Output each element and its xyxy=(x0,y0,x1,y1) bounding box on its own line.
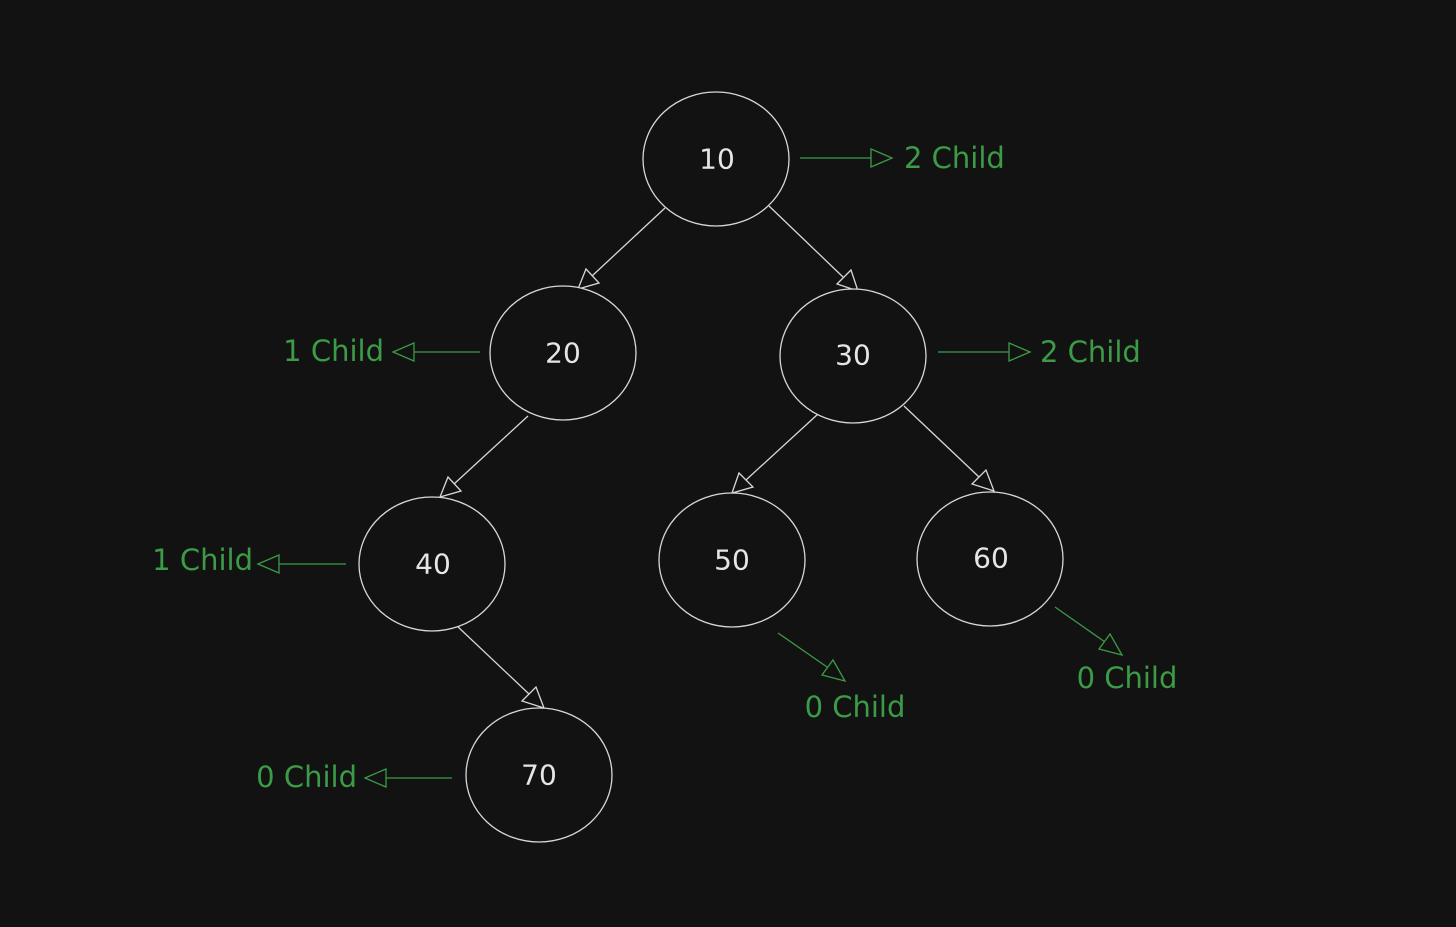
node-label-30: 30 xyxy=(835,339,871,372)
annotation-node-10: 2 Child xyxy=(800,141,1005,175)
annotation-label: 0 Child xyxy=(805,690,906,724)
tree-nodes: 10 20 30 40 50 60 70 xyxy=(358,91,1064,843)
arrow-left-icon xyxy=(363,768,387,788)
arrow-left-icon xyxy=(256,554,280,574)
node-label-10: 10 xyxy=(699,143,735,176)
annotation-label: 0 Child xyxy=(256,760,357,794)
annotation-node-20: 1 Child xyxy=(283,334,480,368)
annotation-node-70: 0 Child xyxy=(256,760,452,794)
node-label-50: 50 xyxy=(714,544,750,577)
annotation-label: 2 Child xyxy=(1040,335,1141,369)
annotation-label: 0 Child xyxy=(1077,661,1178,695)
node-label-20: 20 xyxy=(545,337,581,370)
arrow-right-icon xyxy=(1008,342,1032,362)
edge-10-to-20 xyxy=(576,207,666,290)
tree-node-50[interactable]: 50 xyxy=(658,492,806,628)
annotation-node-60: 0 Child xyxy=(1054,606,1178,695)
edge-20-to-40 xyxy=(438,415,529,498)
tree-node-10[interactable]: 10 xyxy=(642,91,790,227)
annotation-label: 2 Child xyxy=(904,141,1005,175)
arrow-down-right-icon xyxy=(820,658,847,683)
arrow-right-icon xyxy=(870,148,894,168)
child-count-annotations: 2 Child 1 Child 2 Child 1 Child 0 Child … xyxy=(152,141,1177,794)
tree-node-20[interactable]: 20 xyxy=(489,285,637,421)
node-label-70: 70 xyxy=(521,759,557,792)
edge-40-to-70 xyxy=(455,624,546,710)
annotation-label: 1 Child xyxy=(152,543,253,577)
node-label-60: 60 xyxy=(973,542,1009,575)
annotation-node-50: 0 Child xyxy=(777,632,906,724)
arrow-down-right-icon xyxy=(1097,632,1124,657)
node-label-40: 40 xyxy=(415,548,451,581)
edge-30-to-50 xyxy=(730,413,819,494)
tree-node-30[interactable]: 30 xyxy=(779,288,927,424)
tree-node-60[interactable]: 60 xyxy=(916,491,1064,627)
tree-node-40[interactable]: 40 xyxy=(358,496,506,632)
edge-10-to-30 xyxy=(768,205,860,293)
tree-node-70[interactable]: 70 xyxy=(465,707,613,843)
tree-edges xyxy=(438,205,996,710)
annotation-node-40: 1 Child xyxy=(152,543,346,577)
edge-30-to-60 xyxy=(903,405,996,493)
annotation-label: 1 Child xyxy=(283,334,384,368)
arrow-left-icon xyxy=(391,342,415,362)
annotation-node-30: 2 Child xyxy=(938,335,1141,369)
